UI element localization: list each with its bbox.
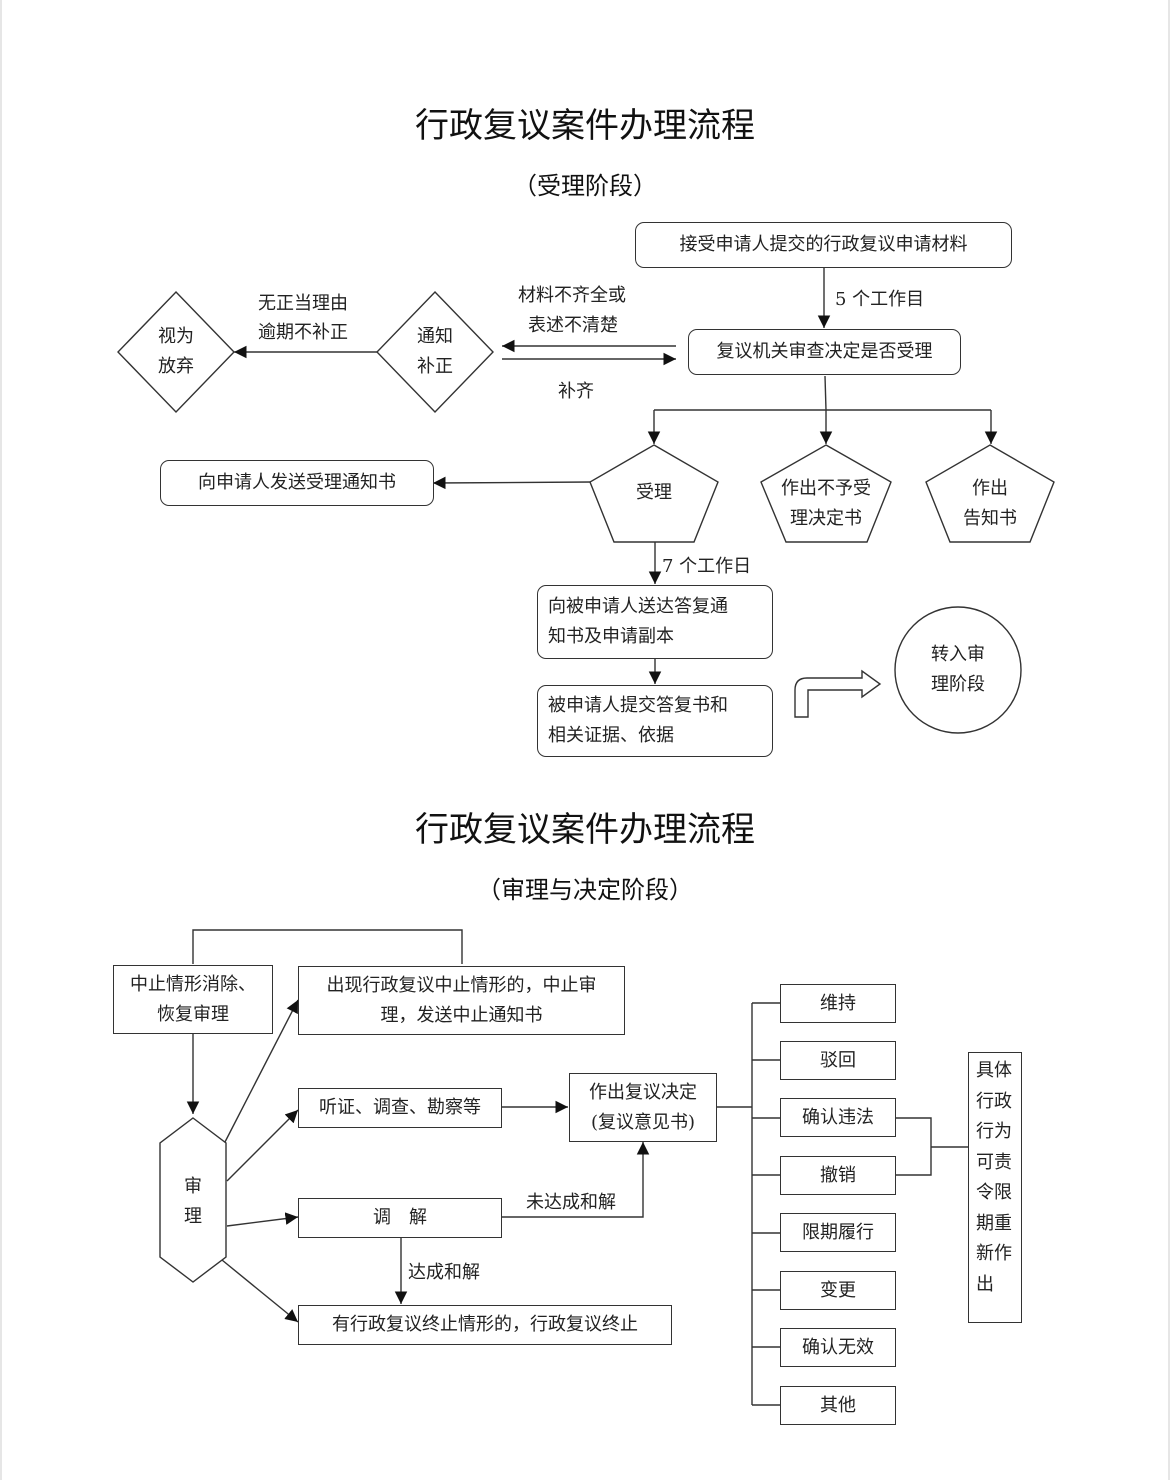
outcome-uphold: 维持	[780, 984, 896, 1023]
hearing-investigation-box: 听证、调查、勘察等	[298, 1088, 502, 1128]
suspend-trial-box: 出现行政复议中止情形的，中止审 理，发送中止通知书	[298, 966, 625, 1035]
notify-diamond-text: 通知 补正	[417, 326, 453, 377]
outcome-revoke: 撤销	[780, 1156, 896, 1195]
page-edge-left	[0, 0, 2, 1480]
reject-pentagon-text: 作出不予受 理决定书	[781, 478, 871, 529]
accept-pentagon	[589, 444, 719, 543]
arrow-trial-to-mediation	[226, 1212, 299, 1227]
receive-application-box: 接受申请人提交的行政复议申请材料	[635, 222, 1012, 268]
serve-respondent-box: 向被申请人送达答复通 知书及申请副本	[537, 585, 773, 659]
line-suspend-loop	[192, 929, 463, 964]
accept-pentagon-text: 受理	[636, 482, 672, 503]
send-accept-notice-box: 向申请人发送受理通知书	[160, 460, 434, 506]
decision-box: 作出复议决定 (复议意见书)	[569, 1073, 717, 1142]
terminate-box: 有行政复议终止情形的，行政复议终止	[298, 1305, 672, 1345]
outcome-modify: 变更	[780, 1271, 896, 1310]
outcome-confirm-invalid: 确认无效	[780, 1328, 896, 1367]
review-decision-text: 复议机关审查决定是否受理	[716, 341, 933, 362]
receive-application-text: 接受申请人提交的行政复议申请材料	[679, 234, 968, 255]
stage2-title: 行政复议案件办理流程	[415, 810, 755, 850]
arrow-trial-to-hearing	[226, 1109, 299, 1182]
label-no-settlement: 未达成和解	[526, 1192, 616, 1213]
page-edge-right	[1168, 0, 1170, 1480]
inform-pentagon	[925, 444, 1055, 543]
label-incomplete-line1: 材料不齐全或	[518, 285, 626, 306]
review-decision-box: 复议机关审查决定是否受理	[688, 329, 961, 375]
transfer-circle-text: 转入审 理阶段	[931, 644, 985, 695]
trial-hexagon	[159, 1117, 227, 1283]
respondent-reply-box: 被申请人提交答复书和 相关证据、依据	[537, 685, 773, 757]
trial-hexagon-text: 审 理	[184, 1176, 202, 1227]
line-review-down	[824, 375, 827, 411]
outcome-perform-deadline: 限期履行	[780, 1213, 896, 1252]
reject-pentagon	[760, 444, 892, 543]
stage1-title: 行政复议案件办理流程	[415, 106, 755, 146]
label-supplemented: 补齐	[558, 381, 594, 402]
stage2-subtitle: （审理与决定阶段）	[477, 876, 693, 904]
abandon-diamond-text: 视为 放弃	[158, 326, 194, 377]
arrow-mediation-to-decision	[502, 1142, 650, 1218]
label-incomplete-line2: 表述不清楚	[528, 315, 618, 336]
label-overdue-line2: 逾期不补正	[258, 322, 348, 343]
line-outcomes-to-redo	[896, 1117, 932, 1176]
stage1-subtitle: （受理阶段）	[513, 172, 657, 200]
inform-pentagon-text: 作出 告知书	[963, 478, 1017, 529]
label-5-days: 5 个工作目	[835, 289, 925, 310]
label-settlement: 达成和解	[408, 1262, 480, 1283]
arrow-accept-to-notice	[432, 476, 593, 490]
arrow-trial-to-terminate	[221, 1259, 299, 1323]
outcome-confirm-illegal: 确认违法	[780, 1098, 896, 1137]
outcome-reject: 驳回	[780, 1041, 896, 1080]
send-accept-notice-text: 向申请人发送受理通知书	[198, 472, 396, 493]
redo-action-box: 具体 行政 行为 可责 令限 期重 新作 出	[968, 1052, 1022, 1323]
mediation-box: 调 解	[298, 1198, 502, 1238]
bent-arrow-icon	[794, 669, 882, 718]
resume-trial-box: 中止情形消除、 恢复审理	[113, 965, 273, 1034]
abandon-diamond	[117, 290, 235, 414]
transfer-circle	[894, 606, 1022, 734]
arrow-trial-to-suspend	[224, 999, 299, 1143]
outcome-other: 其他	[780, 1386, 896, 1425]
label-overdue-line1: 无正当理由	[258, 293, 348, 314]
notify-diamond	[376, 290, 494, 414]
label-7-days: 7 个工作日	[662, 556, 752, 577]
